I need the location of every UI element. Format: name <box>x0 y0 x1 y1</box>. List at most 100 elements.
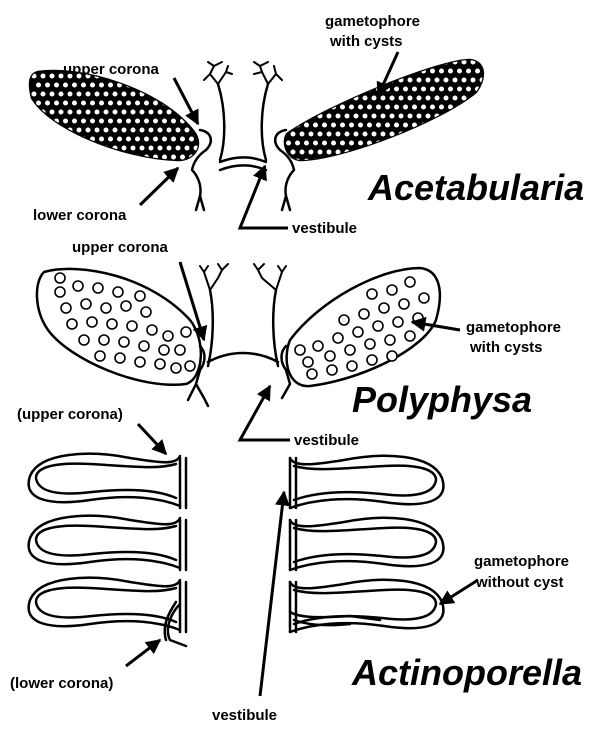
cyst <box>121 91 127 97</box>
cyst <box>67 319 77 329</box>
cyst <box>412 104 418 110</box>
acetabularia-vestibule-label: vestibule <box>292 220 357 237</box>
cyst <box>335 95 341 101</box>
cyst <box>139 127 145 133</box>
cyst <box>108 118 114 124</box>
cyst <box>379 303 389 313</box>
cyst <box>103 91 109 97</box>
cyst <box>99 82 105 88</box>
acetabularia-lower-corona-label: lower corona <box>33 207 127 224</box>
cyst <box>367 104 373 110</box>
cyst <box>115 353 125 363</box>
cyst <box>181 327 191 337</box>
cyst <box>326 149 332 155</box>
cyst <box>281 59 287 65</box>
cyst <box>403 86 409 92</box>
cyst <box>290 113 296 119</box>
cyst <box>385 86 391 92</box>
cyst <box>484 68 490 74</box>
cyst <box>385 158 391 164</box>
cyst <box>58 109 64 115</box>
cyst <box>180 136 186 142</box>
cyst <box>457 140 463 146</box>
cyst <box>166 145 172 151</box>
cyst <box>389 113 395 119</box>
cyst <box>373 321 383 331</box>
cyst <box>335 59 341 65</box>
cyst <box>380 149 386 155</box>
cyst <box>331 86 337 92</box>
cyst <box>171 118 177 124</box>
cyst <box>144 82 150 88</box>
cyst <box>340 158 346 164</box>
cyst <box>286 140 292 146</box>
acetabularia-genus-label: Acetabularia <box>367 167 584 208</box>
cyst <box>331 122 337 128</box>
cyst <box>153 82 159 88</box>
cyst <box>430 158 436 164</box>
cyst <box>295 86 301 92</box>
cyst <box>439 122 445 128</box>
cyst <box>81 100 87 106</box>
cyst <box>448 122 454 128</box>
cyst <box>313 68 319 74</box>
cyst <box>126 136 132 142</box>
cyst <box>184 127 190 133</box>
cyst <box>380 95 386 101</box>
cyst <box>157 145 163 151</box>
actinoporella-right-gametophore <box>290 518 443 570</box>
cyst <box>40 73 46 79</box>
cyst <box>466 86 472 92</box>
cyst <box>376 122 382 128</box>
cyst <box>349 122 355 128</box>
acetabularia-stalk <box>218 84 268 170</box>
actinoporella-upper-corona-arrow <box>138 424 166 454</box>
cyst <box>425 59 431 65</box>
cyst <box>45 136 51 142</box>
cyst <box>54 100 60 106</box>
cyst <box>430 86 436 92</box>
cyst <box>303 357 313 367</box>
actinoporella-genus-label: Actinoporella <box>351 652 582 693</box>
actinoporella-left-gametophore <box>29 578 180 630</box>
actinoporella-lower-corona-label: (lower corona) <box>10 675 113 692</box>
cyst <box>295 140 301 146</box>
actinoporella-right-gametophores <box>290 456 443 632</box>
cyst <box>130 127 136 133</box>
polyphysa-stalk <box>208 290 278 366</box>
polyphysa-gametophore-label-2: with cysts <box>469 339 543 356</box>
cyst <box>139 341 149 351</box>
cyst <box>326 59 332 65</box>
cyst <box>344 59 350 65</box>
cyst <box>484 122 490 128</box>
cyst <box>166 127 172 133</box>
cyst <box>31 91 37 97</box>
cyst <box>407 59 413 65</box>
polyphysa-gametophore-label-1: gametophore <box>466 319 561 336</box>
cyst <box>290 131 296 137</box>
cyst <box>322 122 328 128</box>
cyst <box>148 145 154 151</box>
acetabularia-vestibule-arrow <box>240 166 288 228</box>
cyst <box>484 104 490 110</box>
cyst <box>322 104 328 110</box>
cyst <box>189 82 195 88</box>
cyst <box>371 95 377 101</box>
cyst <box>389 95 395 101</box>
cyst <box>40 127 46 133</box>
cyst <box>430 104 436 110</box>
cyst <box>157 91 163 97</box>
cyst <box>157 127 163 133</box>
cyst <box>45 82 51 88</box>
cyst <box>452 149 458 155</box>
cyst <box>99 136 105 142</box>
actinoporella-lower-corona <box>165 602 186 646</box>
cyst <box>117 118 123 124</box>
cyst <box>359 309 369 319</box>
cyst <box>380 131 386 137</box>
cyst <box>113 287 123 297</box>
actinoporella-lower-corona-arrow <box>126 640 160 666</box>
cyst <box>439 104 445 110</box>
cyst <box>94 127 100 133</box>
cyst <box>344 113 350 119</box>
